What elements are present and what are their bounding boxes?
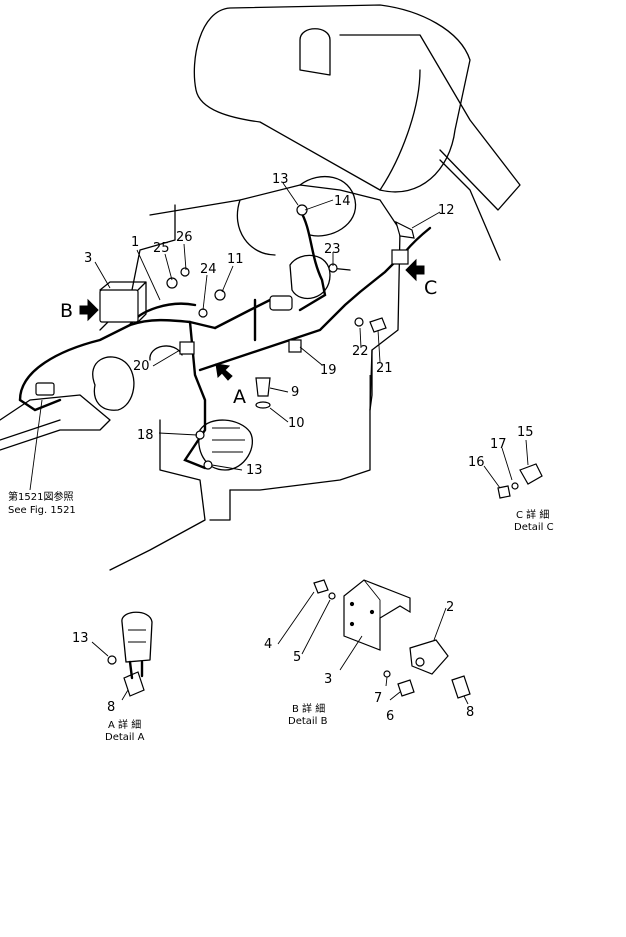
wiring-harness	[18, 208, 432, 470]
bolt-21	[369, 317, 387, 333]
see-figure-en: See Fig. 1521	[8, 505, 76, 516]
detail-c-en: Detail C	[514, 522, 554, 533]
callout-23: 23	[324, 242, 341, 257]
sensor-12	[395, 220, 415, 239]
relay-box	[99, 289, 139, 323]
callout-11: 11	[227, 252, 244, 267]
washer-5	[328, 592, 336, 600]
callout-21: 21	[376, 361, 393, 376]
callout-7: 7	[374, 691, 382, 706]
view-arrows	[79, 258, 425, 381]
gasket-10	[255, 401, 271, 409]
callout-13-top: 13	[272, 172, 289, 187]
callout-22: 22	[352, 344, 369, 359]
connector	[391, 249, 409, 265]
sender-9	[255, 377, 271, 397]
washer-7	[383, 670, 391, 678]
connector-8	[451, 675, 471, 699]
callout-8-detail-a: 8	[107, 700, 115, 715]
callout-labels: 1 25 26 3 24 11 13 14 12 23 20 9 10 18 1…	[8, 172, 455, 516]
connector-8	[123, 671, 145, 697]
connector	[35, 382, 55, 396]
clip-18	[195, 430, 205, 440]
callout-3: 3	[84, 251, 92, 266]
bolt-16	[497, 485, 511, 499]
clip-24	[198, 308, 208, 318]
callout-20: 20	[133, 359, 150, 374]
callout-13-bottom: 13	[246, 463, 263, 478]
switch-11	[214, 289, 226, 301]
callout-13-detail-a: 13	[72, 631, 89, 646]
callout-26: 26	[176, 230, 193, 245]
view-arrow-b	[79, 298, 99, 322]
callout-18: 18	[137, 428, 154, 443]
view-marker-b: B	[60, 300, 73, 322]
callout-19: 19	[320, 363, 337, 378]
connector	[269, 295, 293, 311]
callout-16: 16	[468, 455, 485, 470]
washer-22	[354, 317, 364, 327]
detail-c-jp: C 詳 細	[516, 508, 549, 521]
callout-14: 14	[334, 194, 351, 209]
view-arrow-a	[215, 363, 233, 381]
see-figure-jp: 第1521図参照	[8, 490, 73, 503]
leader-lines	[29, 182, 441, 491]
callout-4: 4	[264, 637, 272, 652]
detail-b: 4 5 3 2 7 6 8 B 詳 細 Detail B	[264, 579, 474, 727]
connector-15	[519, 463, 543, 485]
connector	[288, 339, 302, 353]
detail-b-en: Detail B	[288, 716, 328, 727]
callout-6: 6	[386, 709, 394, 724]
view-marker-a: A	[233, 386, 246, 408]
callout-3-detail-b: 3	[324, 672, 332, 687]
callout-5: 5	[293, 650, 301, 665]
sender-outline	[121, 611, 153, 663]
callout-8-detail-b: 8	[466, 705, 474, 720]
detail-a-jp: A 詳 細	[108, 718, 141, 731]
terminal-13	[107, 655, 117, 665]
connector	[179, 341, 195, 355]
callout-15: 15	[517, 425, 534, 440]
callout-1: 1	[131, 235, 139, 250]
callout-24: 24	[200, 262, 217, 277]
terminal-13	[203, 460, 213, 470]
relay-2	[409, 639, 449, 675]
bolt-6	[397, 679, 415, 697]
washer-26	[180, 267, 190, 277]
bolt-25	[166, 277, 178, 289]
callout-25: 25	[153, 241, 170, 256]
view-marker-c: C	[424, 277, 437, 299]
view-arrow-c	[405, 258, 425, 282]
callout-9: 9	[291, 385, 299, 400]
callout-2: 2	[446, 600, 454, 615]
main-view-parts	[35, 204, 415, 470]
callout-12: 12	[438, 203, 455, 218]
callout-17: 17	[490, 437, 507, 452]
bolt-4	[313, 579, 329, 594]
detail-a-en: Detail A	[105, 732, 145, 743]
clamp-14	[296, 204, 308, 216]
detail-a: 13 8 A 詳 細 Detail A	[72, 611, 153, 743]
bracket-3	[343, 579, 411, 651]
callout-10: 10	[288, 416, 305, 431]
detail-c: 15 17 16 C 詳 細 Detail C	[468, 425, 554, 533]
detail-b-jp: B 詳 細	[292, 702, 325, 715]
washer-17	[511, 482, 519, 490]
engine-outline	[0, 4, 521, 571]
